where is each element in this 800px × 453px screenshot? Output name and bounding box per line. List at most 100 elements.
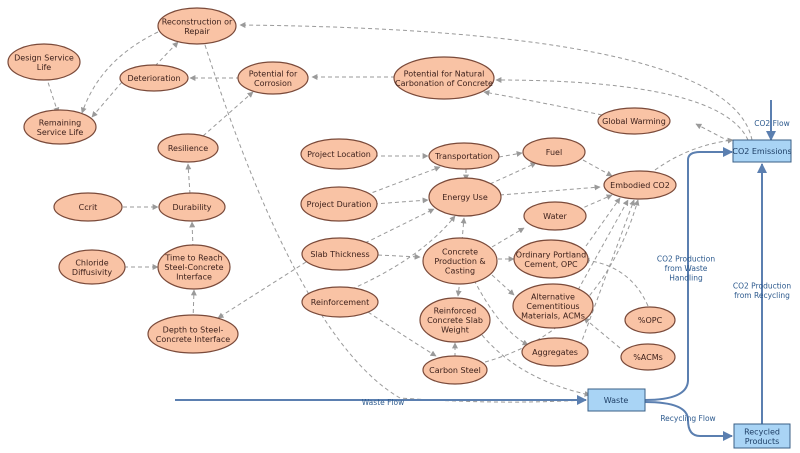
link-co2-to-reconstruction [239,22,753,141]
node-resilience[interactable]: Resilience [157,133,219,163]
flow-labels: Waste Flow Recycling Flow CO2 Production… [362,119,792,423]
svg-text:Reinforcement: Reinforcement [311,298,369,307]
svg-text:Deterioration: Deterioration [127,74,180,83]
waste-flow-label: Waste Flow [362,398,405,407]
text-line: Cementitious [526,302,579,311]
node-water[interactable]: Water [523,201,587,231]
node-transportation[interactable]: Transportation [428,142,500,170]
text-line: from Waste [665,264,708,273]
node-fuel[interactable]: Fuel [522,137,586,167]
text-line: Handling [669,274,703,283]
text-line: Reconstruction or [162,17,233,26]
node-project-duration[interactable]: Project Duration [300,186,378,222]
stock-waste[interactable]: Waste [587,388,646,412]
link-duration-to-energy [373,197,429,205]
link-acms-to-embodied [577,199,629,291]
node-embodied-co2[interactable]: Embodied CO2 [603,170,677,200]
link-concrete-to-water [491,227,525,248]
svg-text:Project Location: Project Location [307,150,371,159]
text-line: Water [543,212,567,221]
text-line: Depth to Steel- [163,325,224,334]
text-line: Slab Thickness [310,250,369,259]
recycling-flow-line [644,401,733,441]
node-slab-thickness[interactable]: Slab Thickness [301,237,379,271]
text-line: Chloride [75,258,108,267]
text-line: Aggregates [532,348,578,357]
svg-text:Energy Use: Energy Use [442,193,488,202]
node-project-location[interactable]: Project Location [300,138,378,170]
text-line: Casting [445,267,475,276]
text-line: Remaining [39,118,81,127]
text-line: Diffusivity [72,268,112,277]
link-energy-to-embodied [499,184,601,196]
node-carbon-steel[interactable]: Carbon Steel [422,355,488,385]
svg-text:Transportation: Transportation [434,152,493,161]
text-line: Concrete [442,248,478,257]
node-aggregates[interactable]: Aggregates [521,337,589,367]
causal-links [45,22,753,404]
svg-text:Waste: Waste [604,396,629,405]
svg-text:Aggregates: Aggregates [532,348,578,357]
text-line: Transportation [434,152,493,161]
node-deterioration[interactable]: Deterioration [119,64,189,92]
text-line: %ACMs [633,353,663,362]
stock-co2-emissions[interactable]: CO2 Emissions [732,139,792,163]
link-globalwarming-to-carbonation [483,89,603,116]
material-flows [175,100,776,441]
text-line: Carbon Steel [429,366,481,375]
node-ccrit[interactable]: Ccrit [53,192,123,222]
co2-flow-label: CO2 Flow [754,119,789,128]
text-line: Concrete Slab [427,316,483,325]
node-energy-use[interactable]: Energy Use [428,177,502,217]
text-line: Potential for Natural [404,69,485,78]
link-time-to-durability [189,221,196,249]
link-opc-to-embodied [585,197,621,247]
link-co2-to-globalwarming [695,123,737,146]
link-aggregates-to-embodied [579,199,635,347]
link-slab-to-energy [364,208,435,244]
text-line: Alternative [531,293,575,302]
text-line: Project Location [307,150,371,159]
text-line: from Recycling [734,291,790,300]
text-line: Resilience [168,144,208,153]
text-line: Recycled [744,427,780,436]
svg-text:Carbon Steel: Carbon Steel [429,366,481,375]
text-line: CO2 Emissions [732,147,791,156]
node-global-warming[interactable]: Global Warming [597,107,671,135]
text-line: CO2 Production [733,281,791,290]
text-line: Potential for [249,69,298,78]
text-line: Reinforcement [311,298,369,307]
text-line: Service Life [37,128,84,137]
text-line: Energy Use [442,193,488,202]
node-reinforcement[interactable]: Reinforcement [301,286,379,318]
node-durability[interactable]: Durability [158,192,226,222]
link-concrete-to-energy [460,217,467,242]
text-line: Recycling Flow [660,414,715,423]
node-depth-to-steel-interface[interactable]: Depth to Steel-Concrete Interface [147,314,239,354]
svg-text:Durability: Durability [172,203,211,212]
node-percent-opc[interactable]: %OPC [624,306,676,334]
node-percent-acms[interactable]: %ACMs [620,343,676,371]
